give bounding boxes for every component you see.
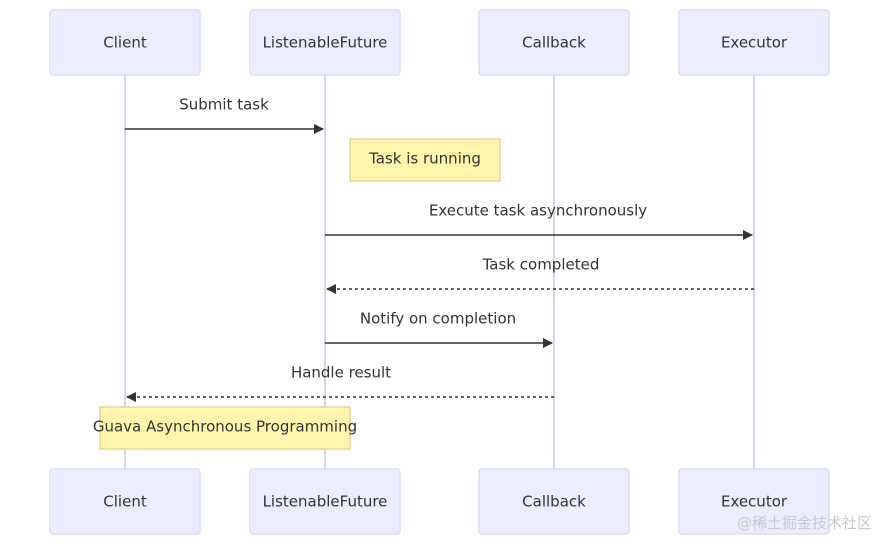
message-submit-task: Submit task (125, 96, 324, 134)
note-text: Guava Asynchronous Programming (93, 418, 357, 436)
message-execute-task: Execute task asynchronously (325, 202, 753, 240)
actor-label: ListenableFuture (263, 34, 388, 52)
actor-bottom-callback: Callback (478, 468, 630, 535)
message-label: Execute task asynchronously (429, 202, 647, 220)
actor-label: Executor (721, 493, 788, 511)
note-text: Task is running (368, 150, 481, 168)
actor-bottom-listenablefuture: ListenableFuture (249, 468, 401, 535)
watermark-text: @稀土掘金技术社区 (737, 514, 872, 532)
actor-label: Callback (522, 34, 586, 52)
message-label: Handle result (291, 364, 391, 382)
actor-bottom-executor: Executor (678, 468, 830, 535)
actor-top-executor: Executor (678, 9, 830, 76)
message-label: Submit task (179, 96, 269, 114)
actor-label: Executor (721, 34, 788, 52)
note-task-running: Task is running (349, 138, 501, 182)
message-handle-result: Handle result (126, 364, 554, 402)
actor-label: ListenableFuture (263, 493, 388, 511)
message-label: Notify on completion (360, 310, 516, 328)
actor-bottom-client: Client (49, 468, 201, 535)
actor-label: Client (103, 493, 147, 511)
message-notify-completion: Notify on completion (325, 310, 553, 348)
note-guava-async: Guava Asynchronous Programming (93, 406, 357, 450)
actor-top-listenablefuture: ListenableFuture (249, 9, 401, 76)
actor-top-client: Client (49, 9, 201, 76)
actor-label: Client (103, 34, 147, 52)
actor-label: Callback (522, 493, 586, 511)
actor-top-callback: Callback (478, 9, 630, 76)
message-task-completed: Task completed (326, 256, 754, 294)
message-label: Task completed (482, 256, 600, 274)
